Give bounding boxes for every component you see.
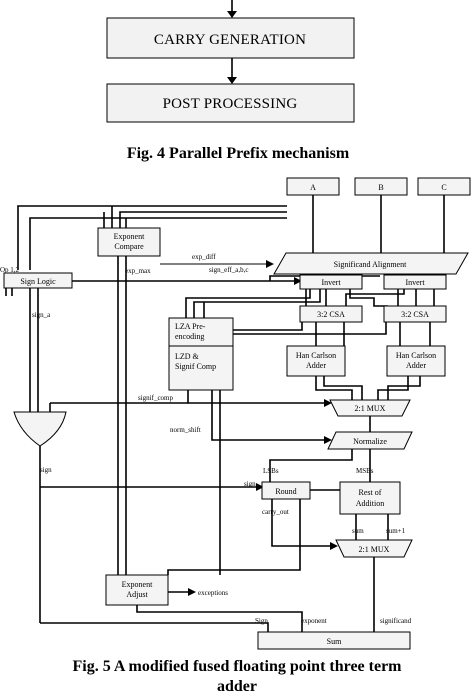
mux-bottom-box xyxy=(335,539,413,558)
adder-to-mux-wires xyxy=(315,376,421,400)
lza-lzd-box xyxy=(168,317,234,391)
rest-line2: Addition xyxy=(356,499,384,508)
han-carlson-right-box xyxy=(386,345,446,377)
op-label: Op 1,2 xyxy=(0,266,20,274)
fused-adder-diagram: A B C Exponent Compare exp_diff Signific… xyxy=(0,177,471,695)
rest-of-addition-box xyxy=(339,481,401,515)
csa-to-adder-wires xyxy=(233,322,431,346)
input-a-label: A xyxy=(310,183,316,192)
han-right-line2: Adder xyxy=(406,361,426,370)
normalize-box xyxy=(327,431,413,450)
csa-left-label: 3:2 CSA xyxy=(317,310,345,319)
out-sign-label: Sign xyxy=(255,617,268,625)
exponent-adjust-line1: Exponent xyxy=(122,580,153,589)
invert-right-label: Invert xyxy=(405,278,425,287)
csa-left-box xyxy=(299,305,363,323)
input-b-label: B xyxy=(378,183,383,192)
invert-right-box xyxy=(383,274,447,290)
arrowhead-icon xyxy=(227,11,237,18)
alignment-to-invert-wires xyxy=(312,274,433,275)
csa-right-box xyxy=(383,305,447,323)
out-significand-label: significand xyxy=(380,617,412,625)
exponent-adjust-box xyxy=(105,574,169,606)
post-processing-label: POST PROCESSING xyxy=(163,96,298,112)
signif-comp-wire xyxy=(187,390,330,404)
exponent-compare-box xyxy=(97,227,161,257)
han-left-line1: Han Carlson xyxy=(296,351,336,360)
mux-top-box xyxy=(329,399,411,417)
carry-generation-box xyxy=(106,17,355,59)
exponent-adjust-line2: Adjust xyxy=(126,590,148,599)
arrowhead-icon xyxy=(227,77,237,84)
exceptions-label: exceptions xyxy=(198,589,228,597)
input-c-label: C xyxy=(441,183,446,192)
signif-comp-label: signif_comp xyxy=(138,394,173,402)
rest-line1: Rest of xyxy=(359,488,382,497)
fig4-caption: Fig. 4 Parallel Prefix mechanism xyxy=(127,145,350,162)
fig5-caption-line1: Fig. 5 A modified fused floating point t… xyxy=(72,658,402,675)
sum-plus1-label: sum+1 xyxy=(386,527,406,535)
sum-box-label: Sum xyxy=(327,637,342,646)
lsbs-wire xyxy=(269,449,353,482)
out-exponent-label: exponent xyxy=(301,617,327,625)
invert-left-box xyxy=(299,274,363,290)
carry-generation-label: CARRY GENERATION xyxy=(154,32,306,48)
norm-shift-wire xyxy=(211,390,330,441)
han-carlson-left-box xyxy=(286,345,346,377)
carry-out-wire xyxy=(271,499,336,547)
sign-label: sign xyxy=(40,466,52,474)
sum-label: sum xyxy=(352,527,364,535)
parallel-prefix-flow: CARRY GENERATION POST PROCESSING Fig. 4 … xyxy=(106,0,355,162)
lza-line1: LZA Pre- xyxy=(175,322,206,331)
exp-max-label: exp_max xyxy=(125,267,151,275)
sum-box xyxy=(257,631,411,650)
sign-a-label: sign_a xyxy=(32,311,51,319)
csa-right-label: 3:2 CSA xyxy=(401,310,429,319)
sign-eff-label: sign_eff_a,b,c xyxy=(209,266,249,274)
significand-alignment-label: Significand Alignment xyxy=(334,260,407,269)
han-left-line2: Adder xyxy=(306,361,326,370)
post-processing-box xyxy=(106,83,355,123)
lza-line2: encoding xyxy=(175,332,204,341)
mux-top-label: 2:1 MUX xyxy=(355,404,386,413)
significand-alignment-box xyxy=(273,252,469,275)
sign-out-wire xyxy=(40,622,269,632)
lzd-line2: Signif Comp xyxy=(175,362,216,371)
exponent-compare-line2: Compare xyxy=(114,242,144,251)
lsbs-label: LSBs xyxy=(263,467,279,475)
normalize-label: Normalize xyxy=(353,437,387,446)
arrowhead-icon xyxy=(266,260,274,268)
sign-mux-shape xyxy=(13,411,67,447)
exp-diff-label: exp_diff xyxy=(192,253,216,261)
sign-round-label: sign xyxy=(244,480,256,488)
carry-out-label: carry_out xyxy=(262,508,289,516)
mux-bottom-label: 2:1 MUX xyxy=(359,545,390,554)
round-label: Round xyxy=(275,487,296,496)
sign-logic-label: Sign Logic xyxy=(20,277,56,286)
han-right-line1: Han Carlson xyxy=(396,351,436,360)
invert-left-label: Invert xyxy=(321,278,341,287)
invert-out-wires xyxy=(185,289,435,318)
exponent-compare-line1: Exponent xyxy=(114,232,145,241)
exponent-out-wire xyxy=(136,605,303,632)
msbs-label: MSBs xyxy=(356,467,374,475)
lzd-line1: LZD & xyxy=(175,352,200,361)
norm-shift-label: norm_shift xyxy=(170,426,201,434)
input-wires xyxy=(17,195,445,270)
fig5-caption-line2: adder xyxy=(217,678,257,695)
